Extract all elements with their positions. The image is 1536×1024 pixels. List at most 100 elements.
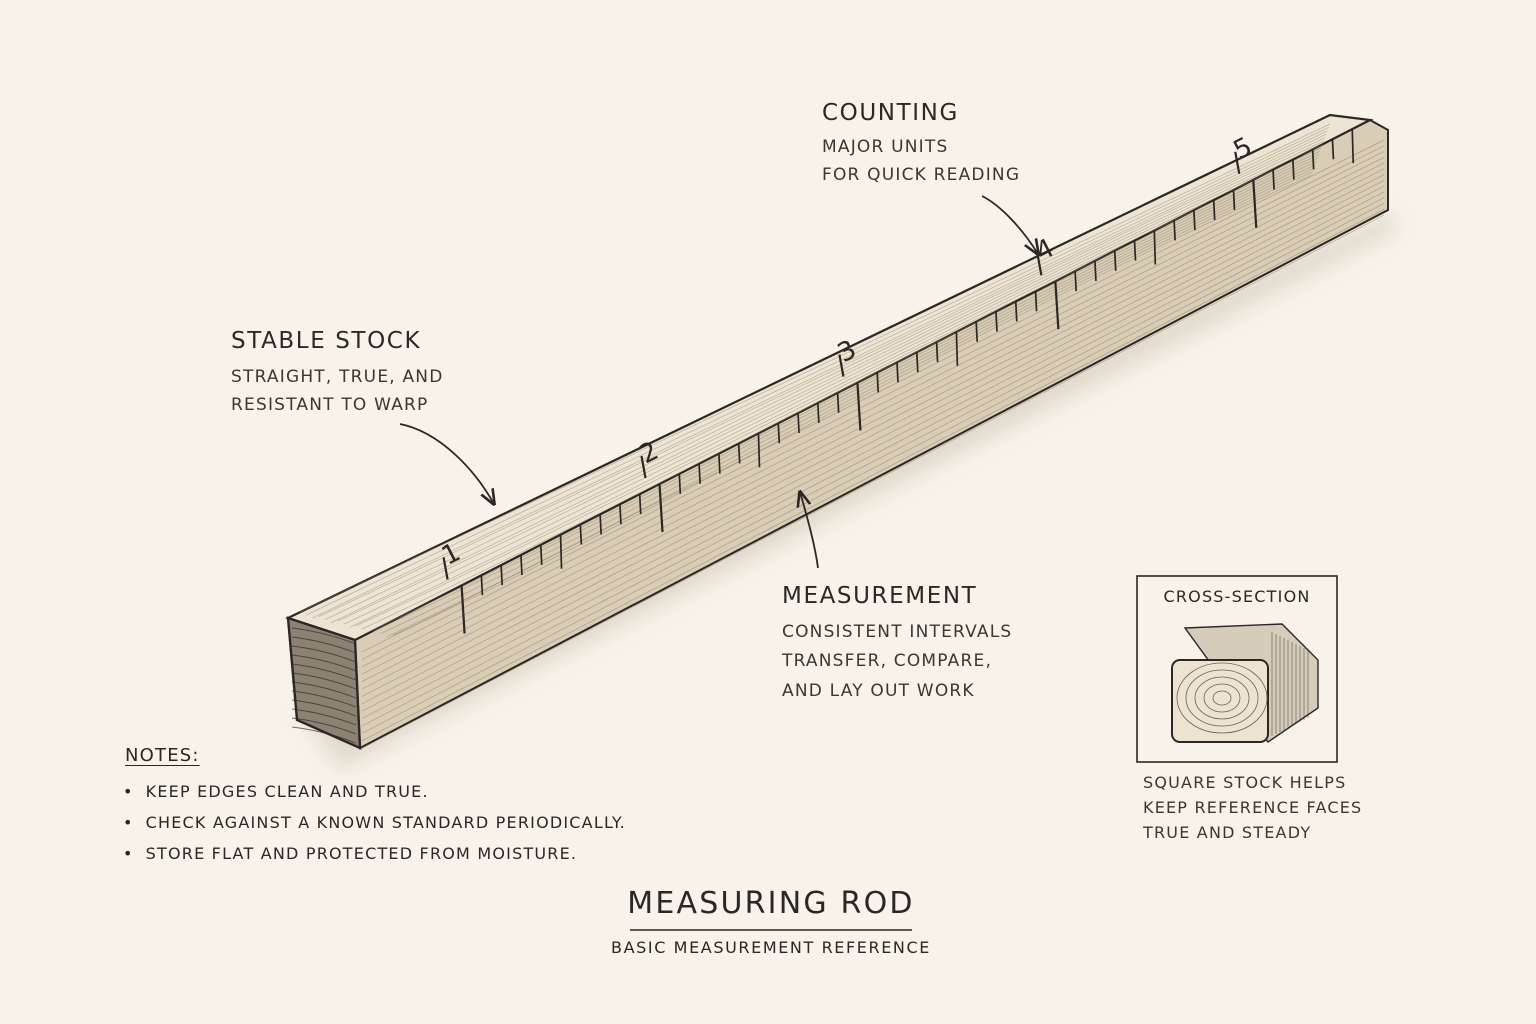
end-grain-line (291, 654, 357, 672)
ruler-major-tick (442, 557, 466, 634)
grain-line (361, 214, 1385, 749)
grain-line (324, 137, 1326, 621)
measurement-line-1: CONSISTENT INTERVALS (782, 622, 1013, 642)
measurement-line-2: TRANSFER, COMPARE, (782, 651, 993, 671)
end-grain-line (291, 627, 357, 645)
ruler-minor-tick (718, 453, 721, 474)
ruler-minor-tick (777, 423, 781, 444)
ruler-minor-tick (915, 352, 919, 373)
grain-line (361, 197, 1385, 727)
grain-line (361, 208, 1385, 742)
growth-ring (1203, 683, 1241, 713)
ruler-minor-tick (935, 341, 939, 363)
ruler-minor-tick (619, 504, 622, 525)
ruler-major-tick (1234, 151, 1258, 228)
ruler-minor-tick (1351, 129, 1355, 164)
end-grain-line (291, 645, 357, 663)
end-grain-line (291, 663, 357, 681)
measurement-line-3: AND LAY OUT WORK (782, 681, 975, 701)
grain-line (361, 157, 1318, 630)
end-grain-line (291, 726, 357, 744)
counting-line-2: FOR QUICK READING (822, 165, 1021, 185)
grain-line (361, 180, 1385, 705)
growth-ring (1212, 690, 1232, 706)
ruler-minor-tick (737, 443, 741, 464)
ruler-minor-tick (698, 463, 701, 484)
cross-section-caption-3: TRUE AND STEADY (1143, 823, 1312, 842)
ruler-minor-tick (1193, 210, 1196, 231)
ruler-minor-tick (836, 392, 840, 413)
end-grain-line (291, 672, 357, 690)
growth-ring (1185, 669, 1259, 727)
ruler-minor-tick (500, 565, 504, 586)
ruler-minor-tick (1331, 139, 1335, 160)
ruler-ticks (442, 129, 1355, 634)
notes-title: NOTES: (125, 745, 200, 766)
ruler-minor-tick (975, 321, 979, 342)
note-item-1: KEEP EDGES CLEAN AND TRUE. (123, 776, 429, 807)
stable-stock-arrow (399, 423, 494, 504)
growth-ring (1194, 676, 1250, 720)
counting-heading: COUNTING (822, 100, 959, 126)
cross-section-growth-rings (1176, 662, 1268, 734)
end-grain-line (291, 681, 357, 699)
diagram-title: MEASURING ROD (627, 886, 915, 921)
grain-line (355, 154, 1319, 627)
grain-line (349, 150, 1321, 628)
cross-section-end-face (1171, 659, 1269, 743)
ruler-minor-tick (480, 575, 484, 596)
ruler-minor-tick (1292, 159, 1295, 180)
grain-line (380, 168, 1315, 634)
grain-line (361, 174, 1385, 697)
ruler-minor-tick (1232, 189, 1236, 210)
ruler-minor-tick (995, 311, 998, 332)
grain-line (343, 147, 1322, 625)
ruler-minor-tick (1014, 301, 1018, 322)
ruler-minor-tick (1153, 230, 1157, 265)
grain-line (337, 144, 1323, 622)
counting-arrow (981, 195, 1038, 254)
cross-section-caption-1: SQUARE STOCK HELPS (1143, 773, 1347, 792)
grain-line (299, 123, 1331, 613)
growth-ring (1176, 662, 1268, 734)
cross-section-label: CROSS-SECTION (1163, 587, 1311, 606)
end-grain-line (291, 717, 357, 735)
end-grain-line (291, 699, 357, 717)
grain-line (374, 164, 1316, 631)
ruler-minor-tick (757, 433, 761, 468)
ruler-minor-tick (638, 494, 642, 515)
grain-line (330, 140, 1324, 624)
ruler-minor-tick (797, 412, 800, 434)
ruler-minor-tick (1094, 260, 1097, 281)
ruler-minor-tick (896, 362, 899, 383)
diagram-subtitle: BASIC MEASUREMENT REFERENCE (611, 938, 931, 957)
ruler-minor-tick (1173, 220, 1176, 241)
cross-section-side-hatching (1271, 632, 1309, 736)
ruler-major-tick (838, 354, 862, 431)
ruler-minor-tick (1272, 169, 1275, 190)
stable-stock-line-1: STRAIGHT, TRUE, AND (231, 367, 444, 387)
ruler-minor-tick (559, 534, 563, 569)
grain-line (306, 127, 1329, 616)
ruler-minor-tick (876, 372, 880, 393)
ruler-minor-tick (1212, 200, 1216, 221)
ruler-minor-tick (678, 473, 682, 494)
ruler-minor-tick (599, 514, 602, 535)
note-item-3: STORE FLAT AND PROTECTED FROM MOISTURE. (123, 838, 577, 869)
end-grain-line (291, 636, 357, 654)
grain-line (361, 162, 1385, 682)
cross-section-caption-2: KEEP REFERENCE FACES (1143, 798, 1363, 817)
end-grain-line (291, 690, 357, 708)
ruler-minor-tick (1311, 149, 1315, 170)
ruler-minor-tick (539, 544, 543, 565)
ruler-minor-tick (816, 402, 820, 423)
grain-line (312, 130, 1328, 619)
stable-stock-line-2: RESISTANT TO WARP (231, 395, 429, 415)
ruler-minor-tick (1133, 240, 1137, 261)
ruler-major-tick (640, 455, 664, 533)
ruler-minor-tick (1113, 250, 1117, 271)
grain-line (361, 191, 1385, 719)
rod-end-face (286, 616, 362, 750)
